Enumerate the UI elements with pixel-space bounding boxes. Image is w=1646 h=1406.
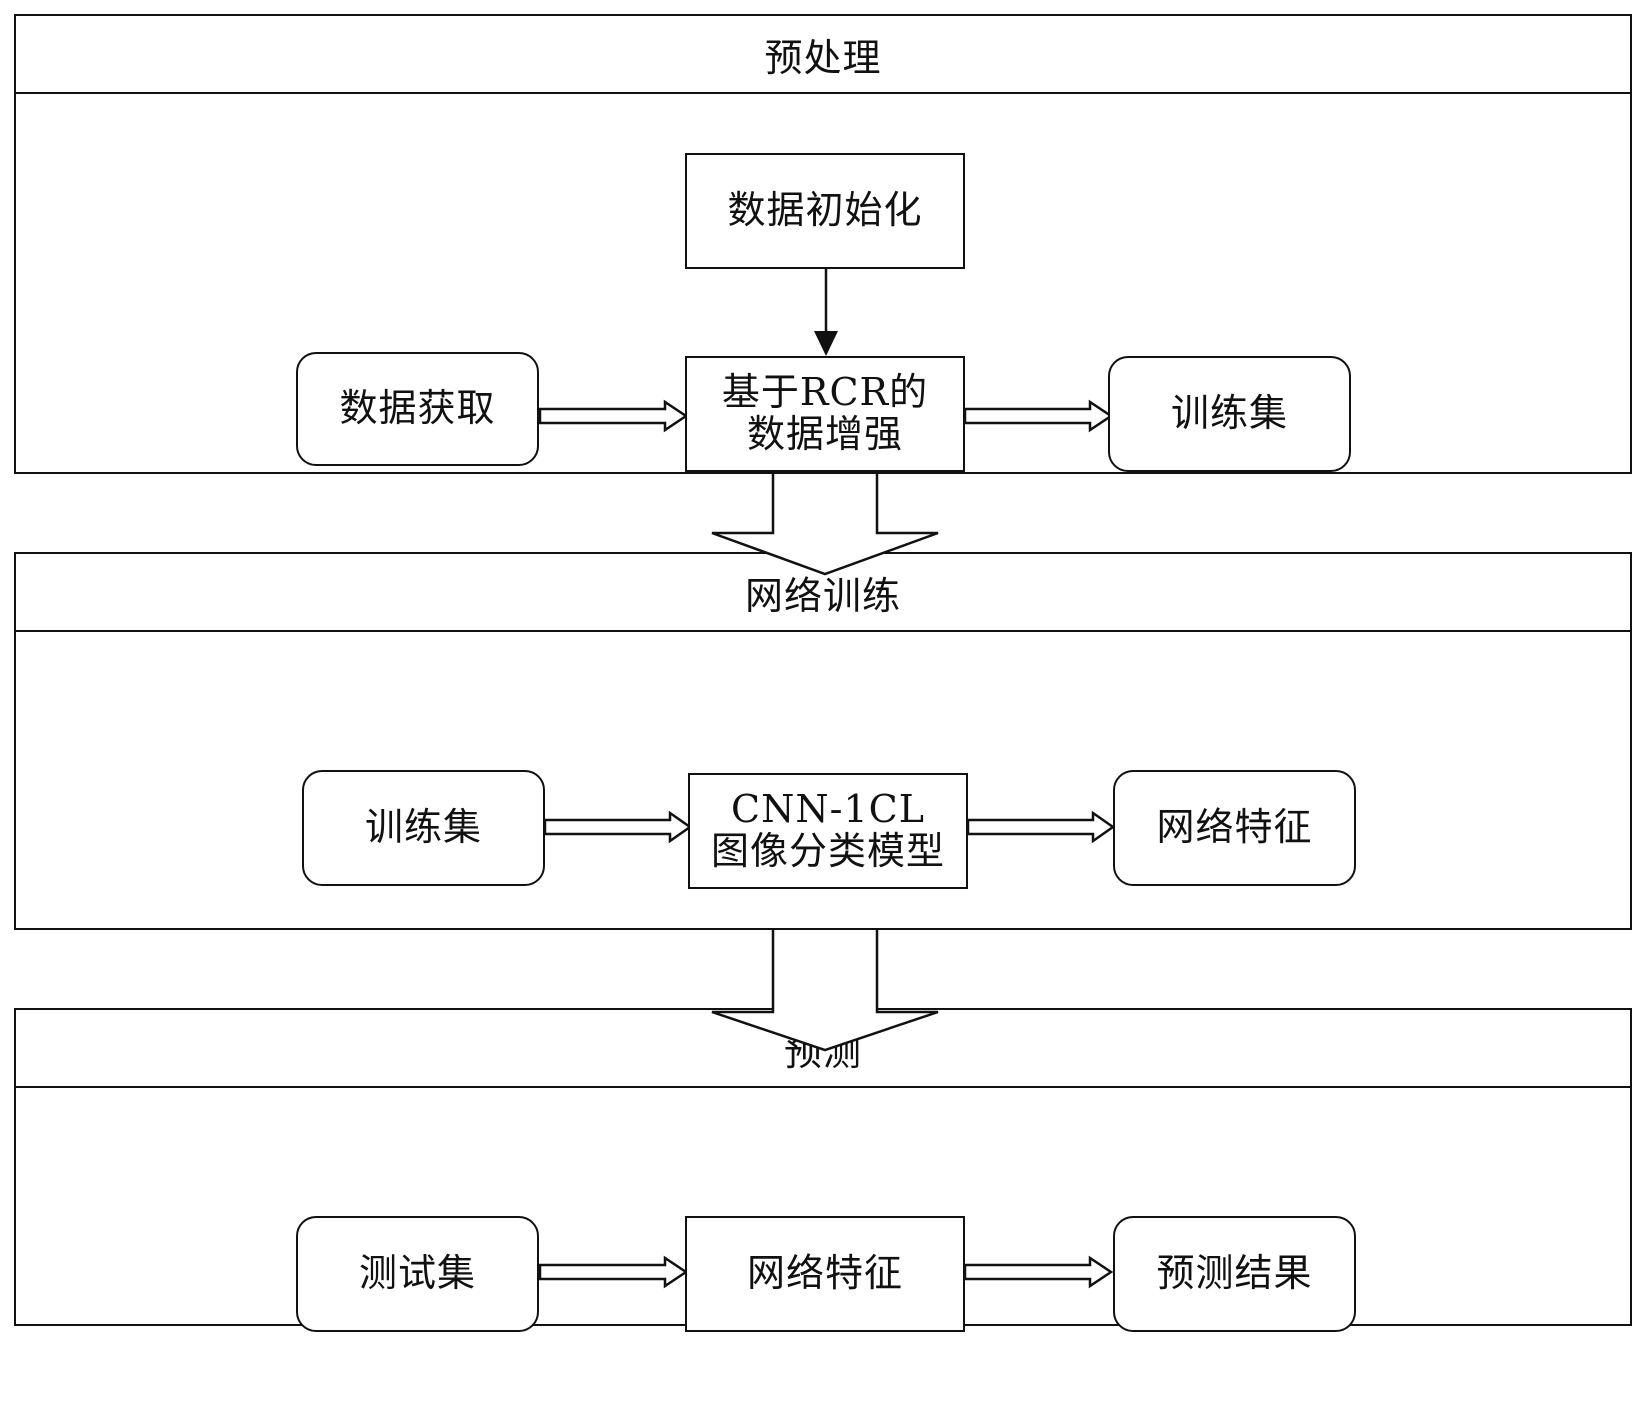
node-test-set: 测试集 xyxy=(296,1216,539,1332)
section-title-prediction: 预测 xyxy=(16,1010,1630,1088)
node-data-acquire-label: 数据获取 xyxy=(339,388,495,430)
node-train-set-2-label: 训练集 xyxy=(365,807,482,849)
node-cnn-model: CNN-1CL 图像分类模型 xyxy=(688,773,968,889)
section-title-preprocessing: 预处理 xyxy=(16,16,1630,94)
node-train-set-1-label: 训练集 xyxy=(1171,393,1288,435)
node-test-set-label: 测试集 xyxy=(359,1253,476,1295)
node-prediction-result: 预测结果 xyxy=(1113,1216,1356,1332)
node-train-set-2: 训练集 xyxy=(302,770,545,886)
node-prediction-result-label: 预测结果 xyxy=(1156,1253,1312,1295)
node-features-1: 网络特征 xyxy=(1113,770,1356,886)
node-data-init-label: 数据初始化 xyxy=(727,190,922,232)
node-rcr-augment-label-1: 基于RCR的 xyxy=(722,372,928,414)
node-features-1-label: 网络特征 xyxy=(1156,807,1312,849)
node-features-2: 网络特征 xyxy=(685,1216,965,1332)
node-data-acquire: 数据获取 xyxy=(296,352,539,466)
node-cnn-model-label-1: CNN-1CL xyxy=(731,789,925,831)
node-cnn-model-label-2: 图像分类模型 xyxy=(711,831,945,873)
node-rcr-augment: 基于RCR的 数据增强 xyxy=(685,356,965,472)
node-train-set-1: 训练集 xyxy=(1108,356,1351,472)
node-features-2-label: 网络特征 xyxy=(747,1253,903,1295)
section-title-network-training: 网络训练 xyxy=(16,554,1630,632)
node-data-init: 数据初始化 xyxy=(685,153,965,269)
node-rcr-augment-label-2: 数据增强 xyxy=(747,414,903,456)
